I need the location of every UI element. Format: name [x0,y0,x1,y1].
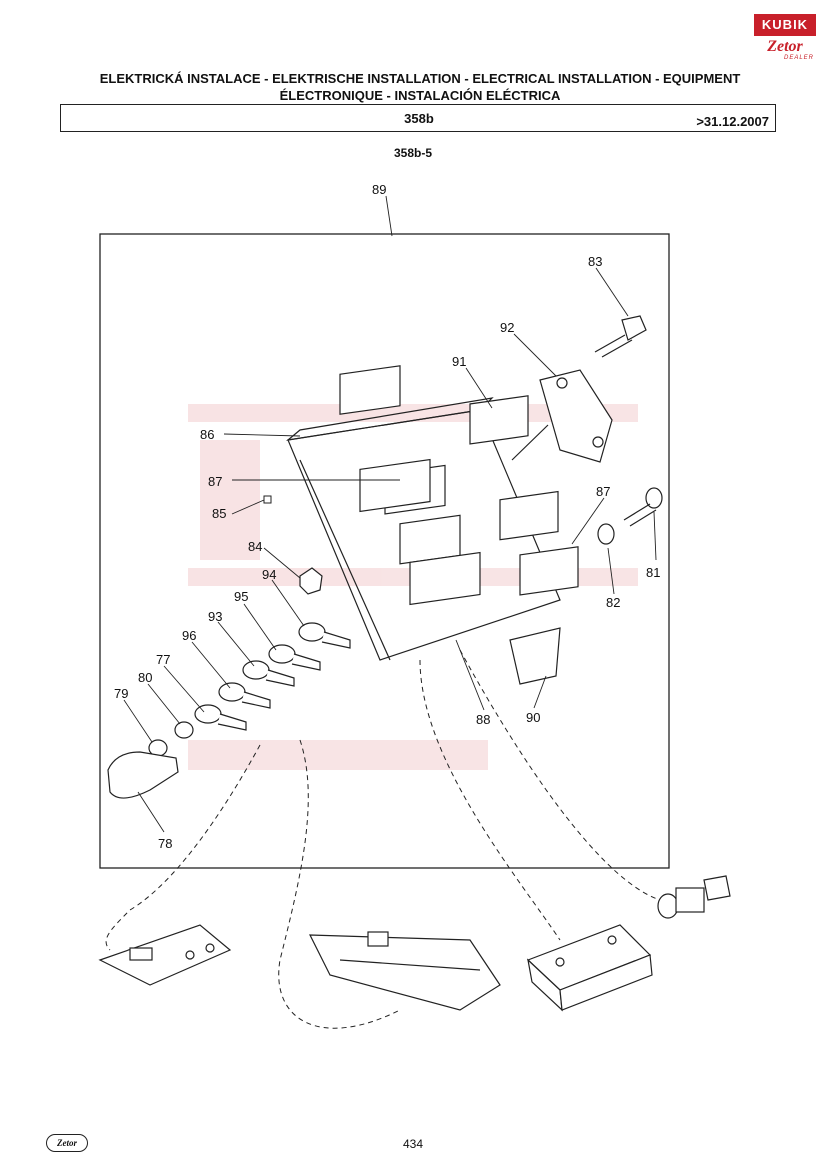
kubik-zetor-logo: KUBIK Zetor DEALER [754,14,816,64]
callout-85: 85 [212,506,226,521]
washer-82 [597,523,615,545]
callout-77: 77 [156,652,170,667]
title-line-2: ÉLECTRONIQUE - INSTALACIÓN ELÉCTRICA [279,88,561,103]
callout-94: 94 [262,567,276,582]
part-85 [263,495,272,504]
battery [526,924,653,1012]
logo-zetor-text: Zetor [767,38,803,55]
cap-78 [107,751,179,799]
callout-95: 95 [234,589,248,604]
callout-89: 89 [372,182,386,197]
bolt-83 [594,315,647,358]
logo-kubik-text: KUBIK [754,14,816,36]
title-line-1: ELEKTRICKÁ INSTALACE - ELEKTRISCHE INSTA… [99,71,741,86]
validity-date: >31.12.2007 [696,114,769,129]
callout-91: 91 [452,354,466,369]
grommet-connector [657,875,731,919]
callout-86: 86 [200,427,214,442]
footer-zetor-logo: Zetor [46,1134,88,1152]
callout-78: 78 [158,836,172,851]
logo-dealer-text: DEALER [783,55,814,61]
central-fuse-board [309,931,501,1011]
figure-code: 358b-5 [393,146,433,160]
leader-lines [123,195,657,833]
cable-lugs [194,622,351,731]
callout-81: 81 [646,565,660,580]
callout-79: 79 [114,686,128,701]
callout-82: 82 [606,595,620,610]
bracket-90 [509,627,561,685]
callout-92: 92 [500,320,514,335]
callout-84: 84 [248,539,262,554]
page-title: ELEKTRICKÁ INSTALACE - ELEKTRISCHE INSTA… [60,70,780,104]
assembly-frame [99,233,670,869]
callout-96: 96 [182,628,196,643]
connection-lines [105,649,661,1029]
washer-80 [174,721,194,739]
bracket-92 [511,369,613,463]
callout-87b: 87 [596,484,610,499]
page-number: 434 [402,1137,424,1151]
bolt-81 [623,487,663,527]
callout-87a: 87 [208,474,222,489]
callout-88: 88 [476,712,490,727]
cab-wiring-board [98,924,232,986]
section-code: 358b [404,111,434,126]
nut-84 [299,567,323,595]
callout-93: 93 [208,609,222,624]
callout-80: 80 [138,670,152,685]
relay-blocks-87 [339,365,579,606]
section-header-box: 358b >31.12.2007 [60,104,776,132]
callout-90: 90 [526,710,540,725]
relay-plate-86 [285,397,561,661]
callout-83: 83 [588,254,602,269]
